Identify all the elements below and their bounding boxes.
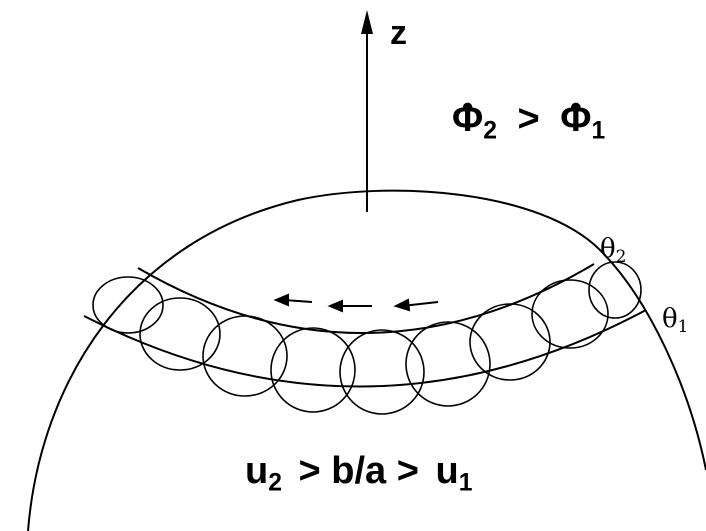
left-arrow-icon: [327, 299, 343, 313]
u2-subscript: 2: [268, 469, 282, 497]
z-axis-label: z: [390, 16, 407, 50]
loop: [469, 303, 551, 381]
condition-middle: > b/a >: [298, 450, 419, 492]
phi2-symbol: • Φ: [452, 91, 484, 140]
dot-accent: •: [461, 89, 474, 128]
loop: [531, 279, 609, 349]
left-arrow-icon: [273, 293, 289, 307]
greater-than: >: [517, 98, 540, 140]
left-arrow-icon: [393, 298, 411, 312]
loop: [270, 327, 356, 413]
phi1-subscript: 1: [591, 117, 606, 145]
theta-glyph: θ: [662, 304, 678, 334]
rate-relation: • Φ 2 > • Φ 1: [452, 91, 605, 143]
z-axis-arrowhead: [361, 10, 373, 34]
drift-arrows: [273, 293, 439, 313]
phi1-symbol: • Φ: [560, 91, 592, 140]
phi2-subscript: 2: [483, 117, 497, 145]
sphere-outline: [27, 189, 706, 531]
theta1-boundary: [83, 309, 647, 388]
loop: [139, 297, 221, 371]
theta1-subscript: 1: [677, 316, 689, 337]
loop: [92, 276, 164, 334]
loop: [405, 321, 491, 407]
z-label-text: z: [390, 14, 407, 52]
phi-glyph: Φ: [560, 98, 592, 140]
u1-subscript: 1: [458, 469, 473, 497]
theta2-boundary: [137, 263, 595, 334]
loop: [588, 261, 642, 319]
theta-glyph: θ: [600, 234, 616, 264]
trajectory-loops: [92, 261, 642, 415]
u-glyph: u: [245, 450, 269, 492]
theta2-label: θ2: [600, 234, 626, 265]
theta1-label: θ1: [662, 304, 688, 335]
dot-accent: •: [569, 89, 582, 128]
loop: [339, 329, 425, 415]
condition-label: u2 > b/a > u1: [245, 450, 472, 495]
phi-glyph: Φ: [452, 98, 484, 140]
loop: [202, 315, 288, 397]
theta2-subscript: 2: [615, 246, 627, 267]
u-glyph: u: [435, 450, 459, 492]
